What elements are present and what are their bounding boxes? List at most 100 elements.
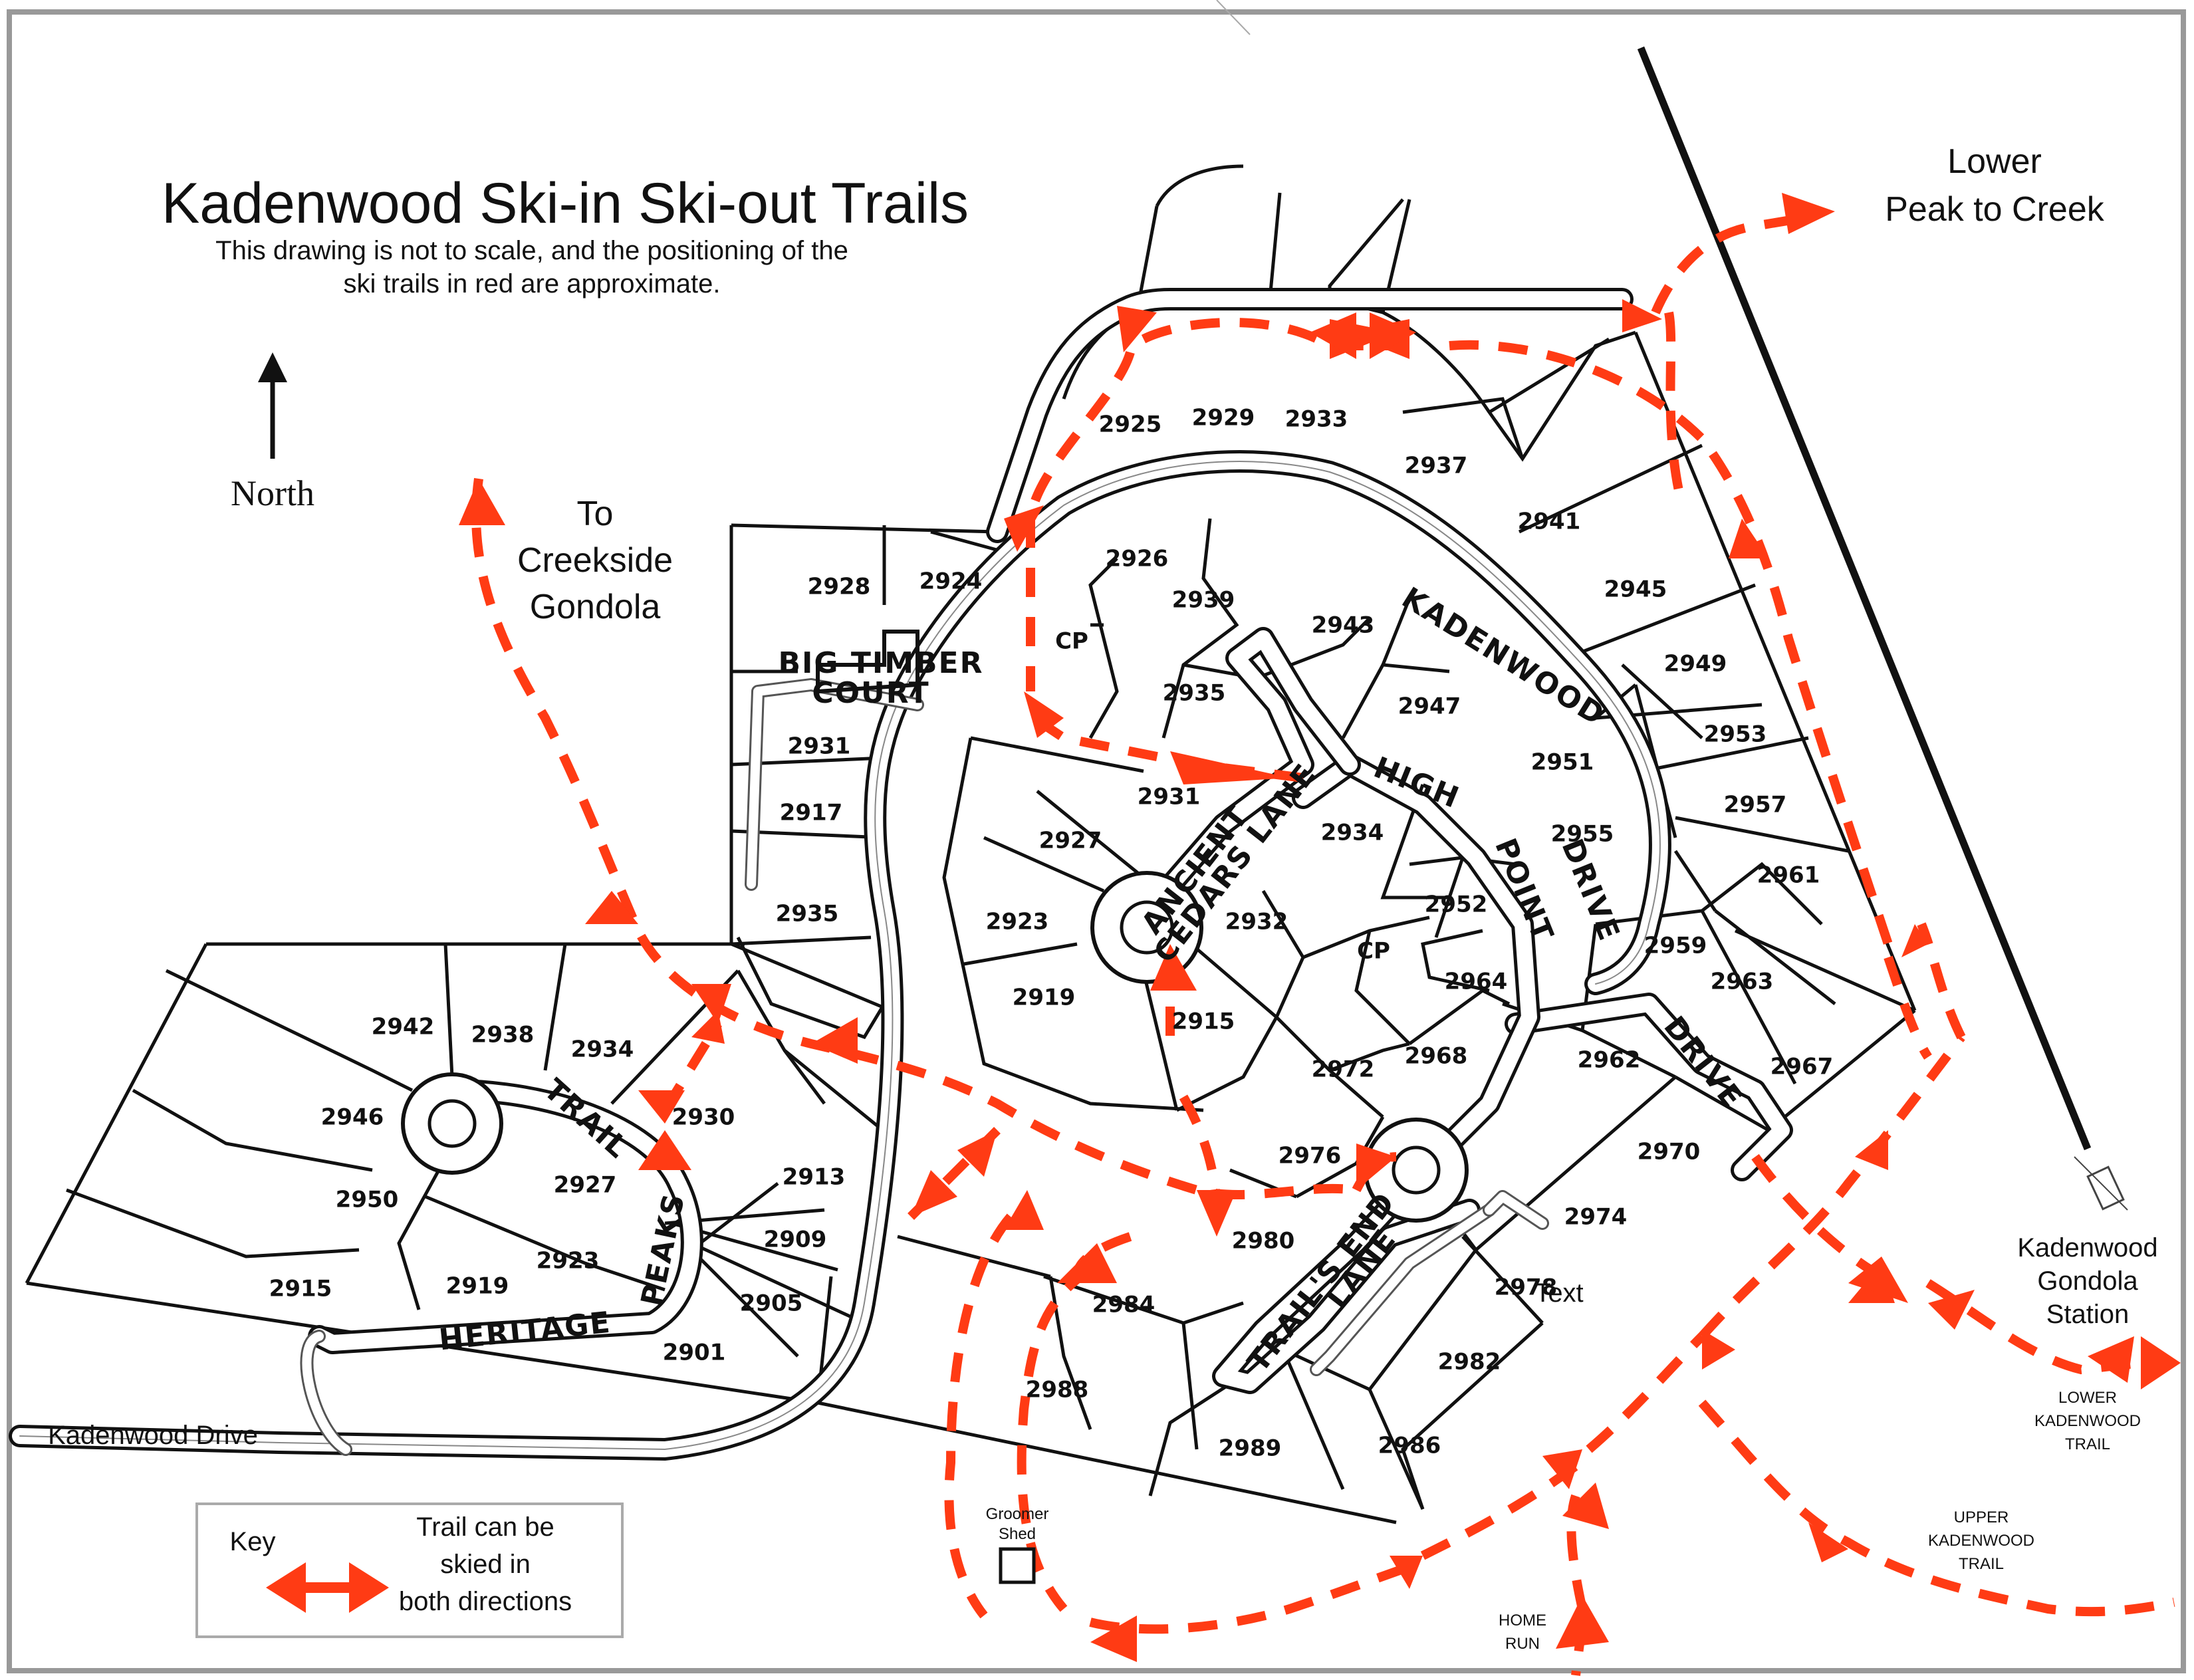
svg-text:Station: Station — [2046, 1300, 2130, 1329]
groomer-shed: Groomer Shed — [986, 1505, 1049, 1584]
lot-2980: 2980 — [1232, 1228, 1295, 1255]
lot-2919-center: 2919 — [1013, 985, 1076, 1011]
lot-2927-west: 2927 — [554, 1172, 617, 1199]
lot-2972: 2972 — [1312, 1056, 1375, 1083]
subtitle-line-2: ski trails in red are approximate. — [344, 269, 721, 299]
lot-2959: 2959 — [1644, 933, 1707, 959]
svg-text:Kadenwood: Kadenwood — [2017, 1233, 2157, 1262]
key-line-1: Trail can be — [416, 1512, 554, 1542]
lot-2941: 2941 — [1518, 509, 1581, 535]
lot-2939: 2939 — [1172, 587, 1235, 614]
lot-2953: 2953 — [1704, 721, 1767, 748]
lot-2984: 2984 — [1092, 1292, 1156, 1318]
svg-text:TRAIL: TRAIL — [2065, 1435, 2110, 1453]
lot-2967: 2967 — [1770, 1054, 1834, 1080]
dest-lower-peak-to-creek: Lower Peak to Creek — [1885, 142, 2104, 229]
svg-text:Gondola: Gondola — [2037, 1266, 2138, 1296]
lot-2963: 2963 — [1711, 969, 1774, 995]
lot-2961: 2961 — [1757, 862, 1820, 889]
svg-text:Groomer: Groomer — [986, 1505, 1049, 1523]
lot-2949: 2949 — [1664, 651, 1727, 677]
lot-2988: 2988 — [1026, 1377, 1089, 1403]
lot-2929: 2929 — [1192, 405, 1255, 431]
key-title: Key — [230, 1527, 276, 1556]
lot-numbers: 2925 2929 2933 2937 2941 2945 2949 2953 … — [269, 405, 1834, 1462]
lot-2955: 2955 — [1551, 821, 1614, 848]
svg-text:Gondola: Gondola — [530, 588, 661, 626]
road-drive-lower: DRIVE — [1657, 1010, 1749, 1115]
dest-creekside: To Creekside Gondola — [517, 495, 673, 626]
lot-2923-center: 2923 — [986, 909, 1049, 935]
lot-2970: 2970 — [1638, 1139, 1701, 1165]
lot-2945: 2945 — [1604, 576, 1667, 603]
dest-home-run: HOME RUN — [1499, 1612, 1546, 1653]
lot-2947: 2947 — [1398, 693, 1461, 720]
lot-2930: 2930 — [672, 1104, 735, 1131]
north-arrow-icon — [258, 352, 287, 382]
lot-2943: 2943 — [1312, 612, 1375, 639]
lot-2950: 2950 — [336, 1187, 399, 1213]
road-trails-end: TRAIL'S END — [1241, 1185, 1402, 1378]
lot-2926: 2926 — [1106, 546, 1169, 572]
svg-text:RUN: RUN — [1505, 1635, 1540, 1653]
road-kadenwood-drive: Kadenwood Drive — [48, 1421, 258, 1450]
lot-2964: 2964 — [1445, 969, 1508, 995]
roads — [9, 288, 1793, 1461]
lot-2917: 2917 — [780, 800, 843, 826]
lot-2915-west: 2915 — [269, 1276, 332, 1302]
stray-text: Text — [1534, 1278, 1583, 1308]
lot-2976: 2976 — [1279, 1143, 1342, 1169]
lot-2934-west: 2934 — [571, 1036, 634, 1063]
svg-text:LOWER: LOWER — [2058, 1389, 2117, 1407]
north-label: North — [231, 473, 314, 513]
lot-2942: 2942 — [372, 1014, 435, 1040]
lot-2974: 2974 — [1564, 1204, 1628, 1231]
lot-2925: 2925 — [1099, 412, 1162, 438]
lot-2952: 2952 — [1425, 892, 1488, 918]
lot-2931-north: 2931 — [1138, 784, 1201, 810]
road-court: COURT — [812, 676, 929, 710]
lot-2909: 2909 — [764, 1227, 827, 1253]
lot-2934-center: 2934 — [1321, 820, 1384, 846]
dest-lower-kadenwood-trail: LOWER KADENWOOD TRAIL — [2034, 1389, 2141, 1453]
lot-2923-west: 2923 — [537, 1248, 600, 1274]
lot-2905: 2905 — [740, 1290, 803, 1317]
dest-upper-kadenwood-trail: UPPER KADENWOOD TRAIL — [1928, 1508, 2034, 1573]
lot-2913: 2913 — [783, 1164, 846, 1191]
lot-cp-north: CP — [1055, 628, 1088, 655]
lot-lines — [25, 164, 1917, 1524]
road-drive-upper: DRIVE — [1555, 834, 1627, 946]
svg-text:HOME: HOME — [1499, 1612, 1546, 1629]
svg-text:Lower: Lower — [1947, 142, 2042, 181]
lot-2938: 2938 — [471, 1022, 535, 1048]
lot-cp-east: CP — [1357, 938, 1390, 965]
lot-2901: 2901 — [663, 1340, 726, 1366]
map-border — [7, 9, 2186, 1673]
lot-2951: 2951 — [1531, 749, 1594, 776]
lot-2924: 2924 — [919, 568, 983, 595]
lot-2978: 2978 — [1495, 1274, 1558, 1301]
svg-text:Shed: Shed — [999, 1525, 1036, 1543]
lot-2946: 2946 — [321, 1104, 384, 1131]
gondola-icon — [2074, 1156, 2128, 1211]
svg-text:TRAIL: TRAIL — [1959, 1555, 2004, 1573]
lot-2927-center: 2927 — [1039, 828, 1102, 854]
svg-text:KADENWOOD: KADENWOOD — [2034, 1412, 2141, 1430]
east-boundary-line — [1637, 46, 2092, 1151]
svg-text:Creekside: Creekside — [517, 541, 673, 580]
key-line-3: both directions — [399, 1587, 572, 1616]
dest-gondola-station: Kadenwood Gondola Station — [2017, 1233, 2157, 1329]
svg-text:KADENWOOD: KADENWOOD — [1928, 1532, 2034, 1550]
lot-2935-north: 2935 — [1163, 680, 1226, 707]
svg-text:UPPER: UPPER — [1954, 1508, 2009, 1526]
lot-2982: 2982 — [1438, 1349, 1501, 1376]
key-line-2: skied in — [440, 1550, 531, 1579]
lot-2962: 2962 — [1578, 1047, 1641, 1074]
map-title: Kadenwood Ski-in Ski-out Trails — [162, 172, 969, 235]
lot-2915-center: 2915 — [1172, 1009, 1235, 1035]
lot-2928: 2928 — [808, 574, 871, 600]
survey-line — [1216, 0, 1251, 35]
road-big-timber: BIG TIMBER — [779, 646, 984, 680]
lot-2957: 2957 — [1724, 792, 1787, 818]
